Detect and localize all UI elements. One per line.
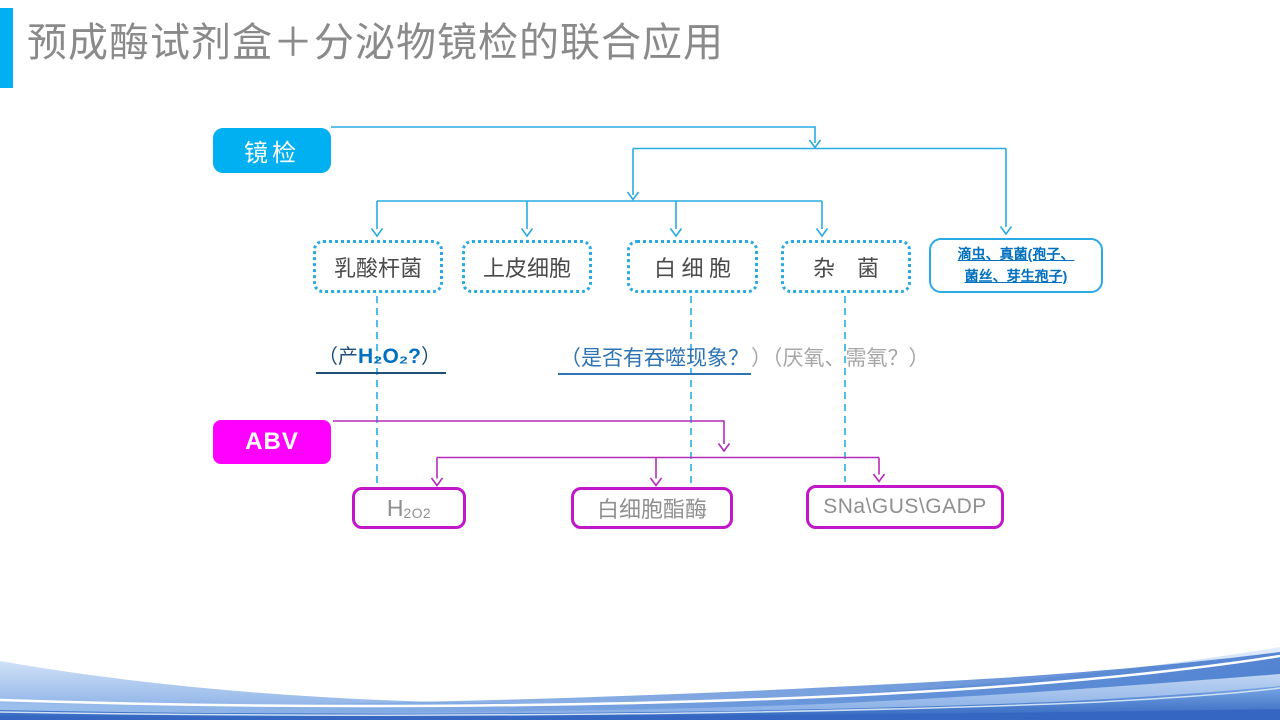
arrow-down-icon xyxy=(808,139,822,149)
node-trichomonas-fungi-line2: 菌丝、芽生孢子) xyxy=(964,267,1068,284)
node-epithelial-cells: 上皮细胞 xyxy=(462,240,592,293)
node-h2o2-test: H2O2 xyxy=(352,487,466,529)
node-leukocyte-esterase: 白细胞酯酶 xyxy=(571,487,733,529)
node-sna-gus-gadp: SNa\GUS\GADP xyxy=(806,485,1004,529)
node-abv: ABV xyxy=(213,420,331,464)
arrow-down-icon xyxy=(999,226,1013,236)
annotation-h2o2-formula: H₂O₂? xyxy=(358,345,421,368)
arrow-down-icon xyxy=(649,477,663,487)
annotation-phagocytosis-aerobic: （是否有吞噬现象？）（厌氧、需氧？） xyxy=(558,342,930,375)
arrow-down-icon xyxy=(370,228,384,238)
arrow-down-icon xyxy=(520,228,534,238)
arrow-down-icon xyxy=(872,473,886,483)
cyan-connectors xyxy=(331,126,1013,238)
annotation-h2o2-question: （产H₂O₂?） xyxy=(316,340,446,374)
node-lactobacillus-label: 乳酸杆菌 xyxy=(333,255,422,281)
node-abv-label: ABV xyxy=(245,428,299,455)
bottom-wave-decoration xyxy=(0,647,1280,720)
node-sna-gus-gadp-label: SNa\GUS\GADP xyxy=(823,495,987,518)
node-trichomonas-fungi-line1: 滴虫、真菌(孢子、 xyxy=(957,245,1075,262)
node-white-blood-cells: 白 细 胞 xyxy=(627,240,758,293)
node-lactobacillus: 乳酸杆菌 xyxy=(313,240,443,293)
arrow-down-icon xyxy=(626,191,640,201)
title-accent-bar xyxy=(0,8,13,88)
arrow-down-icon xyxy=(717,443,731,453)
annotation-h2o2-post: ） xyxy=(421,346,441,368)
arrow-down-icon xyxy=(430,477,444,487)
node-microscopy: 镜检 xyxy=(213,128,331,173)
node-microscopy-label: 镜检 xyxy=(244,140,300,167)
node-trichomonas-fungi: 滴虫、真菌(孢子、 菌丝、芽生孢子) xyxy=(929,238,1103,293)
node-misc-bacteria-label: 杂 菌 xyxy=(812,255,879,281)
annotation-h2o2-pre: （产 xyxy=(318,346,358,368)
node-white-blood-cells-label: 白 细 胞 xyxy=(653,255,731,281)
arrow-down-icon xyxy=(669,228,683,238)
annotation-phagocytosis-close: ） xyxy=(751,346,772,370)
node-epithelial-cells-label: 上皮细胞 xyxy=(482,255,571,281)
arrow-down-icon xyxy=(815,228,829,238)
node-leukocyte-esterase-label: 白细胞酯酶 xyxy=(596,497,707,522)
page-title: 预成酶试剂盒＋分泌物镜检的联合应用 xyxy=(27,21,724,65)
dashed-connectors xyxy=(376,296,846,486)
annotation-phagocytosis-question: （是否有吞噬现象？ xyxy=(558,346,751,375)
magenta-connectors xyxy=(333,420,886,487)
node-h2o2-test-label: H2O2 xyxy=(386,494,432,521)
annotation-aerobic-question: （厌氧、需氧？） xyxy=(772,346,930,370)
node-misc-bacteria: 杂 菌 xyxy=(781,240,911,293)
